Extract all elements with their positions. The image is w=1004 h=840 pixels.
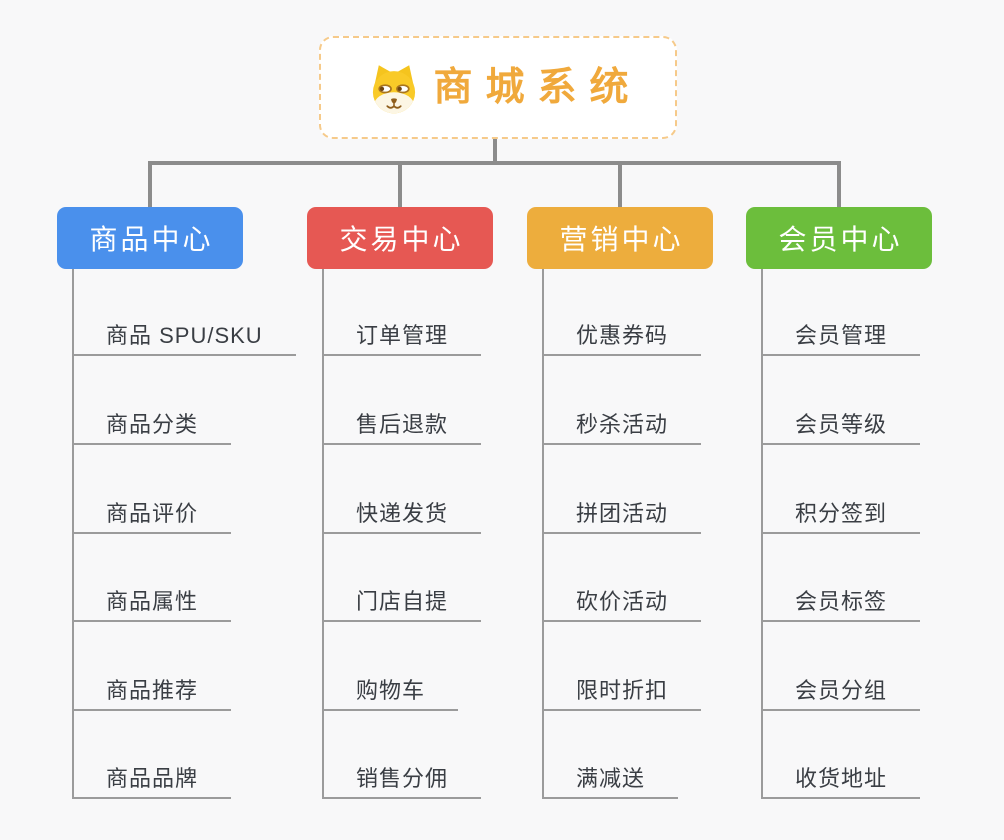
leaf-item[interactable]: 优惠券码 xyxy=(542,320,702,356)
leaf-item[interactable]: 销售分佣 xyxy=(322,763,482,799)
leaf-item[interactable]: 商品分类 xyxy=(72,409,232,445)
leaf-item[interactable]: 门店自提 xyxy=(322,586,482,622)
connector-spine-4 xyxy=(761,269,763,799)
connector-root-drop xyxy=(493,137,497,163)
connector-spine-1 xyxy=(72,269,74,799)
branch-member-center[interactable]: 会员中心 xyxy=(746,207,932,269)
leaf-item[interactable]: 商品评价 xyxy=(72,498,232,534)
leaf-item[interactable]: 商品 SPU/SKU xyxy=(72,320,296,356)
leaf-item[interactable]: 限时折扣 xyxy=(542,675,702,711)
leaf-item[interactable]: 砍价活动 xyxy=(542,586,702,622)
connector-spine-3 xyxy=(542,269,544,799)
leaf-item[interactable]: 收货地址 xyxy=(761,763,921,799)
leaf-item[interactable]: 积分签到 xyxy=(761,498,921,534)
connector-drop-4 xyxy=(837,161,841,207)
root-node[interactable]: 商城系统 xyxy=(319,36,677,139)
leaf-item[interactable]: 会员标签 xyxy=(761,586,921,622)
leaf-item[interactable]: 会员分组 xyxy=(761,675,921,711)
leaf-item[interactable]: 订单管理 xyxy=(322,320,482,356)
leaf-item[interactable]: 会员等级 xyxy=(761,409,921,445)
branch-product-center[interactable]: 商品中心 xyxy=(57,207,243,269)
leaf-item[interactable]: 满减送 xyxy=(542,763,679,799)
leaf-item[interactable]: 商品推荐 xyxy=(72,675,232,711)
connector-bus xyxy=(148,161,841,165)
leaf-item[interactable]: 拼团活动 xyxy=(542,498,702,534)
leaf-item[interactable]: 售后退款 xyxy=(322,409,482,445)
connector-drop-2 xyxy=(398,161,402,207)
leaf-item[interactable]: 购物车 xyxy=(322,675,459,711)
connector-spine-2 xyxy=(322,269,324,799)
connector-drop-1 xyxy=(148,161,152,207)
branch-marketing-center[interactable]: 营销中心 xyxy=(527,207,713,269)
leaf-item[interactable]: 秒杀活动 xyxy=(542,409,702,445)
dog-face-icon xyxy=(373,64,416,113)
leaf-item[interactable]: 快递发货 xyxy=(322,498,482,534)
leaf-item[interactable]: 商品品牌 xyxy=(72,763,232,799)
root-title: 商城系统 xyxy=(433,66,642,109)
branch-trade-center[interactable]: 交易中心 xyxy=(307,207,493,269)
connector-drop-3 xyxy=(618,161,622,207)
leaf-item[interactable]: 会员管理 xyxy=(761,320,921,356)
leaf-item[interactable]: 商品属性 xyxy=(72,586,232,622)
